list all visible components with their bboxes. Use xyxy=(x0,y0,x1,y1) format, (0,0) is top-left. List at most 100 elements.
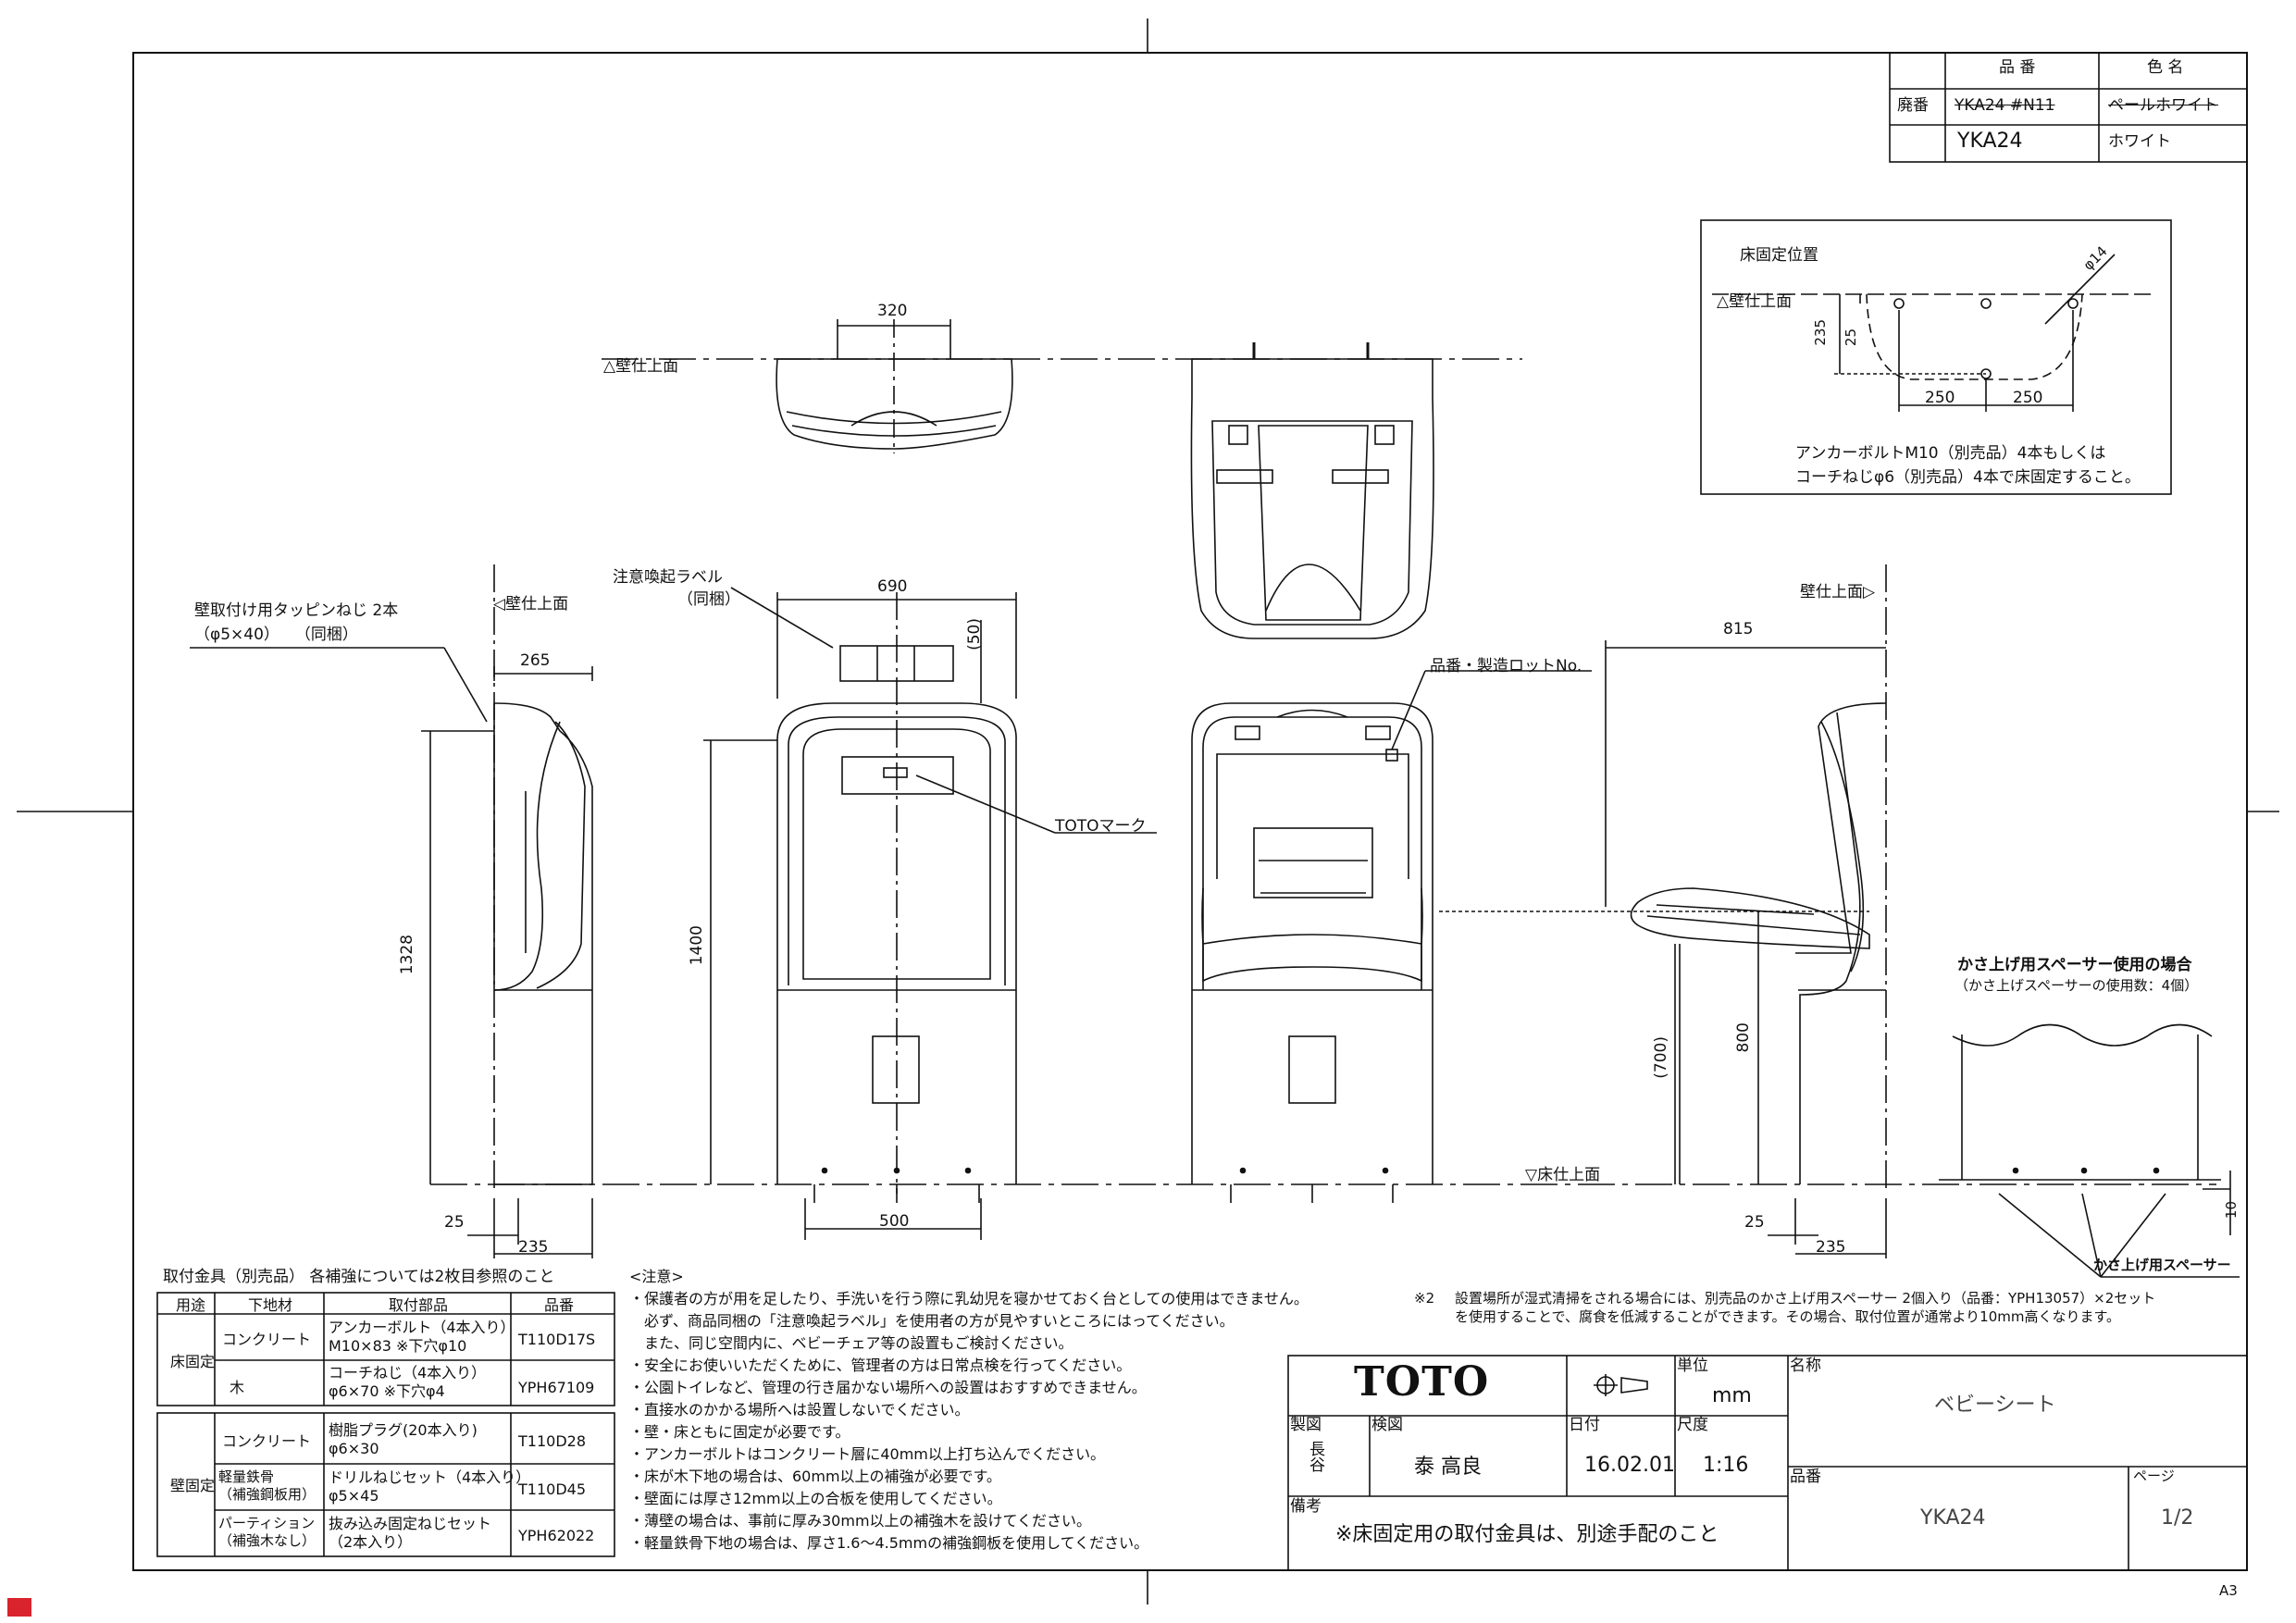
floor-label: ▽床仕上面 xyxy=(1525,1166,1601,1184)
fittings-header-code: 品番 xyxy=(544,1296,575,1314)
floor-note-2: コーチねじφ6（別売品）4本で床固定すること。 xyxy=(1795,468,2141,487)
dim-320: 320 xyxy=(877,302,908,320)
floor-dim-235: 235 xyxy=(1812,319,1829,346)
caution-label-1: 注意喚起ラベル xyxy=(613,568,723,587)
fittings-wall-use: 壁固定 xyxy=(170,1477,216,1494)
dim-800: 800 xyxy=(1734,1022,1753,1053)
spacer-title: かさ上げ用スペーサー使用の場合 xyxy=(1957,956,2192,974)
dim-265: 265 xyxy=(520,651,551,670)
dim-815: 815 xyxy=(1723,620,1754,638)
toto-logo: TOTO xyxy=(1354,1358,1490,1406)
parts-col-color: 色 名 xyxy=(2147,58,2184,77)
dim-25b: 25 xyxy=(1744,1213,1765,1232)
dim-1328: 1328 xyxy=(398,935,416,975)
spacer-label: かさ上げ用スペーサー xyxy=(2093,1257,2231,1273)
notes-line: また、同じ空間内に、ベビーチェア等の設置もご検討ください。 xyxy=(629,1334,1074,1352)
drawn-label: 製図 xyxy=(1290,1416,1322,1434)
notes-heading: <注意> xyxy=(629,1268,684,1285)
fittings-row-code: T110D28 xyxy=(518,1432,586,1450)
dim-10: 10 xyxy=(2223,1201,2240,1220)
fittings-title: 取付金具（別売品） 各補強については2枚目参照のこと xyxy=(163,1268,555,1286)
floor-dim-250a: 250 xyxy=(1925,389,1955,407)
note2-line-1: 設置場所が湿式清掃をされる場合には、別売品のかさ上げ用スペーサー 2個入り（品番… xyxy=(1455,1290,2156,1307)
fittings-row-part: アンカーボルト（4本入り） M10×83 ※下穴φ10 xyxy=(329,1319,515,1355)
notes-line: ・公園トイレなど、管理の行き届かない場所への設置はおすすめできません。 xyxy=(629,1379,1147,1396)
fittings-row-base: 木 xyxy=(230,1379,245,1396)
notes-line: ・壁面には厚さ12mm以上の合板を使用してください。 xyxy=(629,1490,1002,1507)
date-label: 日付 xyxy=(1569,1416,1600,1434)
parts-obsolete-label: 廃番 xyxy=(1897,96,1929,115)
parts-current-part: YKA24 xyxy=(1957,130,2023,153)
name-value: ベビーシート xyxy=(1934,1394,2056,1417)
fittings-row-part: 樹脂プラグ(20本入り) φ6×30 xyxy=(329,1421,478,1457)
page-label: ページ xyxy=(2133,1468,2175,1484)
dim-235b: 235 xyxy=(1816,1238,1846,1257)
notes-line: ・軽量鉄骨下地の場合は、厚さ1.6〜4.5mmの補強鋼板を使用してください。 xyxy=(629,1534,1149,1552)
checked-by: 泰 高良 xyxy=(1414,1456,1482,1479)
fittings-row-code: YPH67109 xyxy=(518,1379,595,1396)
floor-note-1: アンカーボルトM10（別売品）4本もしくは xyxy=(1795,444,2106,463)
fittings-header-base: 下地材 xyxy=(248,1296,293,1314)
fittings-header-part: 取付部品 xyxy=(389,1296,449,1314)
floor-dim-25: 25 xyxy=(1843,328,1859,347)
fittings-row-part: 抜み込み固定ねじセット （2本入り） xyxy=(329,1515,492,1551)
page-value: 1/2 xyxy=(2161,1506,2194,1530)
unit-value: mm xyxy=(1712,1384,1752,1407)
fittings-row-code: YPH62022 xyxy=(518,1527,595,1544)
floor-detail-wall: △壁仕上面 xyxy=(1717,292,1793,311)
screw-label-2: （φ5×40） （同梱） xyxy=(194,626,358,644)
scale-value: 1:16 xyxy=(1703,1454,1749,1477)
spacer-sub: （かさ上げスペーサーの使用数：4個） xyxy=(1955,977,2199,994)
fittings-floor-use: 床固定 xyxy=(170,1353,216,1370)
parts-current-color: ホワイト xyxy=(2108,132,2171,151)
parts-obsolete-part: YKA24 #N11 xyxy=(1955,96,2055,115)
wall-top-label: △壁仕上面 xyxy=(603,357,679,376)
note2-line-2: を使用することで、腐食を低減することができます。その場合、取付位置が通常より10… xyxy=(1455,1308,2120,1325)
fittings-row-part: ドリルねじセット（4本入り） φ5×45 xyxy=(329,1468,531,1505)
sheet-size: A3 xyxy=(2219,1582,2238,1599)
dim-500: 500 xyxy=(879,1212,910,1231)
toto-mark-label: TOTOマーク xyxy=(1055,817,1147,836)
drawn-by: 長谷 xyxy=(1306,1441,1324,1472)
notes-line: ・床が木下地の場合は、60mm以上の補強が必要です。 xyxy=(629,1468,1001,1485)
checked-label: 検図 xyxy=(1371,1416,1403,1434)
remarks-value: ※床固定用の取付金具は、別途手配のこと xyxy=(1335,1523,1719,1546)
name-label: 名称 xyxy=(1790,1357,1821,1375)
fittings-row-base: コンクリート xyxy=(222,1331,312,1348)
wall-right-label: 壁仕上面▷ xyxy=(1800,583,1876,601)
parts-obsolete-color: ペールホワイト xyxy=(2108,96,2218,115)
parts-col-part-no: 品 番 xyxy=(1999,58,2036,77)
notes-line: ・安全にお使いいただくために、管理者の方は日常点検を行ってください。 xyxy=(629,1357,1132,1374)
notes-line: ・アンカーボルトはコンクリート層に40mm以上打ち込んでください。 xyxy=(629,1445,1106,1463)
date-value: 16.02.01 xyxy=(1584,1454,1675,1477)
notes-block: <注意> ・保護者の方が用を足したり、手洗いを行う際に乳幼児を寝かせておく台とし… xyxy=(629,1266,1309,1555)
floor-dim-250b: 250 xyxy=(2013,389,2043,407)
product-label: 品番 xyxy=(1790,1468,1821,1486)
fittings-row-base: パーティション （補強木なし） xyxy=(218,1515,316,1549)
screw-label-1: 壁取付け用タッピンねじ 2本 xyxy=(194,601,399,620)
remarks-label: 備考 xyxy=(1290,1497,1322,1516)
wall-left-label: ◁壁仕上面 xyxy=(493,595,569,613)
fittings-row-base: コンクリート xyxy=(222,1432,312,1450)
fittings-row-base: 軽量鉄骨 （補強鋼板用） xyxy=(218,1468,316,1503)
fittings-header-use: 用途 xyxy=(176,1296,206,1314)
product-value: YKA24 xyxy=(1920,1506,1986,1530)
dim-690: 690 xyxy=(877,577,908,596)
dim-50: (50) xyxy=(965,618,984,650)
notes-line: 必ず、商品同梱の「注意喚起ラベル」を使用者の方が見やすいところにはってください。 xyxy=(629,1312,1235,1330)
notes-line: ・薄壁の場合は、事前に厚み30mm以上の補強木を設けてください。 xyxy=(629,1512,1092,1530)
fittings-row-code: T110D17S xyxy=(518,1331,596,1348)
notes-line: ・直接水のかかる場所へは設置しないでください。 xyxy=(629,1401,970,1419)
floor-detail-title: 床固定位置 xyxy=(1740,246,1818,265)
dim-700: (700) xyxy=(1652,1036,1670,1079)
dim-1400: 1400 xyxy=(688,925,706,966)
caution-label-2: （同梱） xyxy=(677,590,740,609)
dim-25a: 25 xyxy=(444,1213,465,1232)
dim-235a: 235 xyxy=(518,1238,549,1257)
notes-line: ・保護者の方が用を足したり、手洗いを行う際に乳幼児を寝かせておく台としての使用は… xyxy=(629,1290,1309,1307)
fittings-row-part: コーチねじ（4本入り） φ6×70 ※下穴φ4 xyxy=(329,1364,487,1400)
stamp-mark xyxy=(7,1598,31,1617)
lot-no-label: 品番・製造ロットNo. xyxy=(1430,657,1582,675)
scale-label: 尺度 xyxy=(1677,1416,1708,1434)
